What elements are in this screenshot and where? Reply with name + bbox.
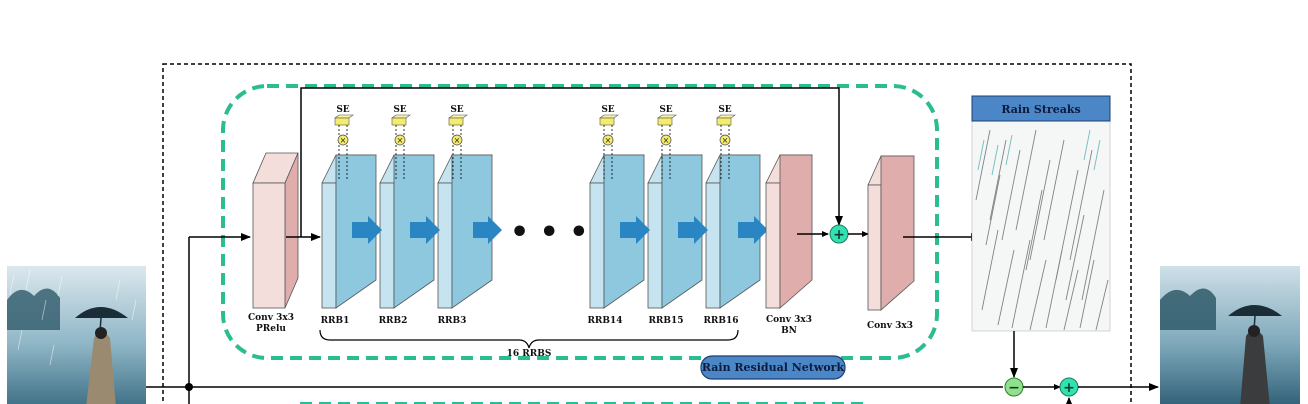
conv-prelu-block <box>252 152 299 309</box>
global-skip-connection <box>300 87 843 237</box>
derained-photo-icon <box>1160 266 1300 404</box>
svg-text:SE: SE <box>336 105 349 115</box>
svg-text:−: − <box>1008 380 1020 396</box>
svg-text:+: + <box>1063 380 1075 396</box>
se-module-15: SE × <box>657 105 677 180</box>
rrb-label-2: RRB2 <box>379 316 408 326</box>
svg-text:SE: SE <box>718 105 731 115</box>
se-module-2: SE × <box>391 105 411 180</box>
svg-text:×: × <box>397 136 404 145</box>
se-module-16: SE × <box>716 105 736 180</box>
svg-text:Rain Residual Network: Rain Residual Network <box>702 361 845 374</box>
residual-add-node: + <box>829 224 849 244</box>
svg-text:×: × <box>454 136 461 145</box>
se-module-1: SE × <box>334 105 354 180</box>
conv-bn-label: Conv 3x3 <box>766 315 812 325</box>
se-module-14: SE × <box>599 105 619 180</box>
svg-text:×: × <box>340 136 347 145</box>
subtract-node: − <box>1004 377 1024 397</box>
output-conv-block <box>867 155 915 311</box>
conv-bn-block <box>765 154 813 309</box>
network-badge: Rain Residual Network <box>700 355 846 380</box>
svg-text:SE: SE <box>601 105 614 115</box>
rrb-label-14: RRB14 <box>587 316 622 326</box>
outer-dashed-frame <box>162 63 1132 404</box>
rain-streaks-title: Rain Streaks <box>1001 103 1080 116</box>
svg-text:SE: SE <box>393 105 406 115</box>
rrb-label-1: RRB1 <box>321 316 350 326</box>
ellipsis: • • • <box>510 215 588 250</box>
rrb-count-label: 16 RRBS <box>507 349 552 359</box>
residual-region-frame <box>221 84 939 360</box>
svg-text:×: × <box>605 136 612 145</box>
svg-text:SE: SE <box>450 105 463 115</box>
block-arrows <box>352 216 768 244</box>
svg-text:+: + <box>833 227 845 243</box>
rrb-brace <box>319 329 739 349</box>
svg-text:SE: SE <box>659 105 672 115</box>
rrb-label-16: RRB16 <box>703 316 738 326</box>
rrb-label-15: RRB15 <box>648 316 683 326</box>
prelu-label: PRelu <box>256 324 286 334</box>
output-add-node: + <box>1059 377 1079 397</box>
svg-text:×: × <box>663 136 670 145</box>
rrb-label-3: RRB3 <box>438 316 467 326</box>
rrb-block-3 <box>437 154 493 309</box>
conv-label: Conv 3x3 <box>248 313 294 323</box>
se-module-3: SE × <box>448 105 468 180</box>
rain-streaks-icon: Rain Streaks <box>971 95 1111 332</box>
rainy-photo-icon <box>7 266 146 404</box>
bn-label: BN <box>781 326 797 336</box>
output-conv-label: Conv 3x3 <box>867 321 913 331</box>
svg-text:×: × <box>722 136 729 145</box>
